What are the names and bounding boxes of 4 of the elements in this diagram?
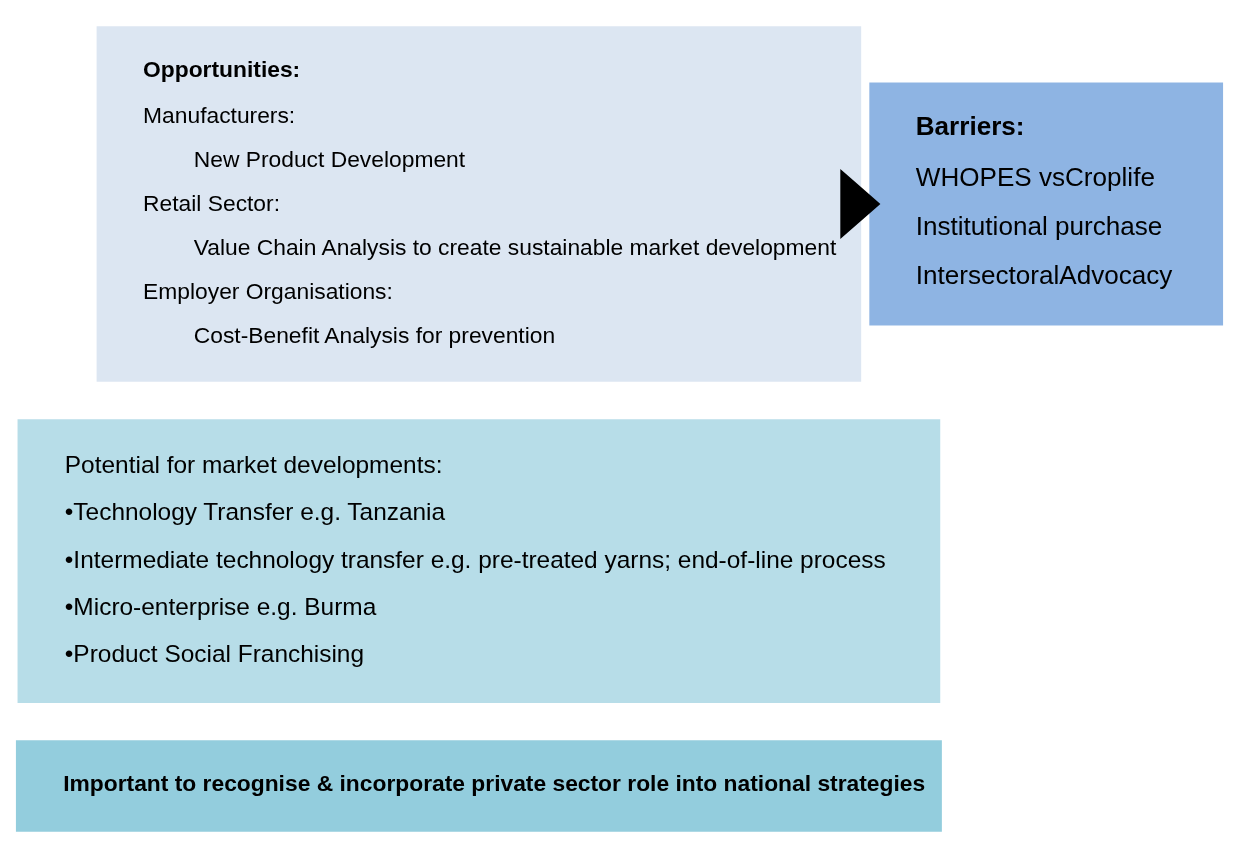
node-box: Barriers: WHOPES vsCroplife Institutional purchase IntersectoralAdvocacy [867,80,1225,327]
node-box: Important to recognise & incorporate private sector role into national strategies [14,738,944,833]
arrow [840,168,881,239]
node-box: Potential for market developments: •Technology Transfer e.g. Tanzania •Intermediate technology transfer e.g. pre-treated yarns; end-of-line process •Micro-enterprise e.g. Burma •Product Social Franchising [15,417,942,704]
